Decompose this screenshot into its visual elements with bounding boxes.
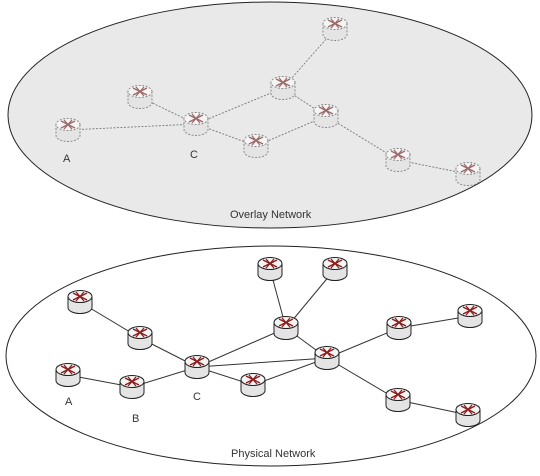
physical-label-c: C [193, 391, 201, 403]
router-icon [55, 118, 81, 142]
router-icon [273, 316, 299, 340]
router-icon [240, 373, 266, 397]
physical-network-title: Physical Network [231, 448, 316, 460]
router-icon [322, 17, 348, 41]
physical-link [196, 327, 287, 368]
router-icon [243, 134, 269, 158]
overlay-network: A C Overlay Network [7, 1, 533, 229]
router-icon [455, 162, 481, 186]
router-icon [455, 403, 481, 427]
router-icon [184, 355, 210, 379]
router-icon [322, 257, 348, 281]
physical-link [196, 357, 328, 368]
router-icon [457, 304, 483, 328]
overlay-link [282, 28, 336, 89]
overlay-nodes [55, 17, 481, 186]
router-icon [385, 148, 411, 172]
router-icon [183, 112, 209, 136]
overlay-link [195, 87, 284, 125]
router-icon [127, 326, 153, 350]
overlay-label-c: C [190, 149, 198, 161]
router-icon [55, 363, 81, 387]
overlay-network-boundary [7, 1, 533, 229]
router-icon [67, 290, 93, 314]
router-icon [127, 85, 153, 109]
router-icon [386, 316, 412, 340]
overlay-network-title: Overlay Network [230, 209, 312, 221]
overlay-link [67, 123, 197, 131]
router-icon [257, 257, 283, 281]
router-icon [119, 375, 145, 399]
overlay-link [325, 115, 399, 161]
router-icon [270, 76, 296, 100]
router-icon [314, 346, 340, 370]
physical-network: A B C Physical Network [5, 245, 537, 467]
physical-label-a: A [65, 396, 73, 408]
physical-label-b: B [132, 413, 139, 425]
router-icon [313, 104, 339, 128]
router-icon [385, 388, 411, 412]
physical-nodes [55, 257, 483, 427]
overlay-label-a: A [63, 153, 71, 165]
